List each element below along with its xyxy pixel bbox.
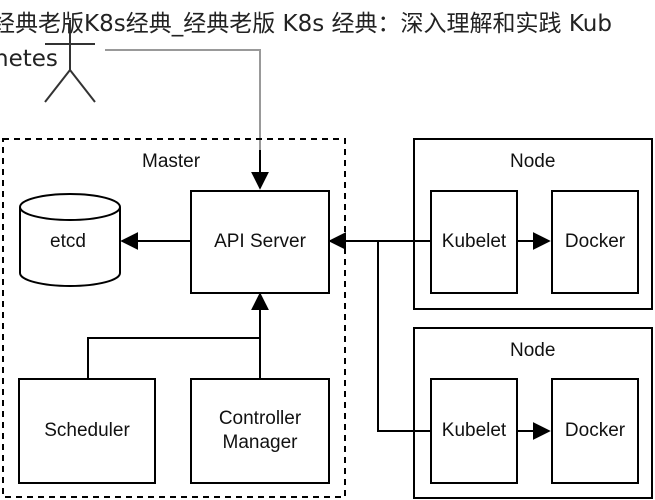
page-title: 经典老版K8s经典_经典老版 K8s 经典：深入理解和实践 Kub: [0, 11, 612, 37]
node2-kubelet-label: Kubelet: [441, 420, 507, 441]
kubelet2-to-api-connector: [377, 241, 430, 432]
master-boundary: [2, 138, 346, 498]
page-title-continuation: netes: [0, 46, 58, 72]
node1-kubelet-label: Kubelet: [441, 231, 507, 252]
node2-kubelet-box: Kubelet: [430, 378, 518, 484]
node1-boundary: [413, 138, 653, 310]
etcd-cylinder-icon: [19, 193, 121, 287]
controller-manager-label: Controller Manager: [218, 408, 302, 453]
node2-docker-box: Docker: [551, 378, 639, 484]
controller-manager-box: Controller Manager: [190, 378, 330, 484]
node1-docker-box: Docker: [551, 190, 639, 294]
node2-boundary: [413, 327, 653, 499]
scheduler-to-api-connector: [87, 337, 260, 378]
node1-kubelet-box: Kubelet: [430, 190, 518, 294]
etcd-label: etcd: [50, 231, 86, 252]
node2-docker-label: Docker: [564, 420, 626, 441]
scheduler-box: Scheduler: [18, 378, 156, 484]
scheduler-label: Scheduler: [44, 420, 130, 441]
node1-docker-label: Docker: [564, 231, 626, 252]
node2-title: Node: [510, 340, 556, 361]
user-to-api-connector: [105, 49, 261, 180]
api-server-box: API Server: [190, 190, 330, 294]
api-server-label: API Server: [214, 231, 306, 252]
user-actor-icon: [44, 20, 96, 103]
master-title: Master: [142, 151, 201, 172]
node1-title: Node: [510, 151, 556, 172]
